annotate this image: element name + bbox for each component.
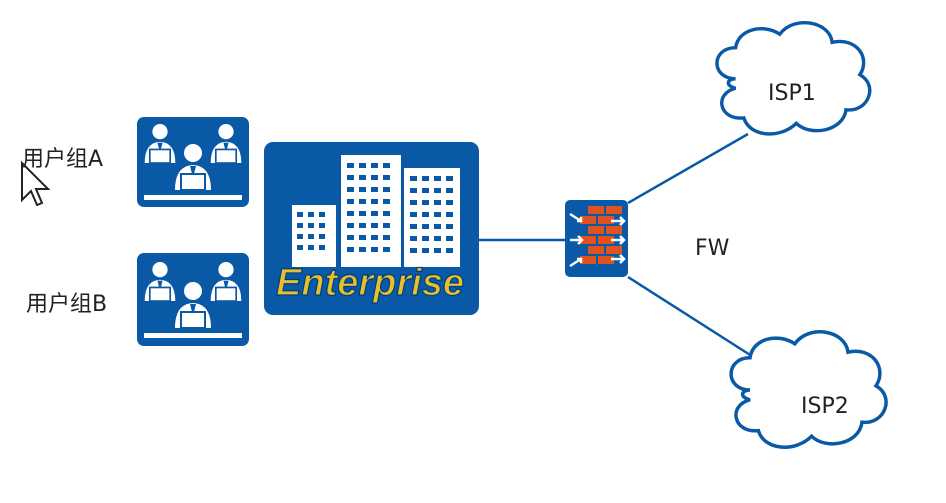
- user-group-b-label: 用户组B: [26, 292, 108, 317]
- office-buildings-icon: [292, 155, 460, 267]
- cloud-icon: [715, 20, 872, 136]
- isp2-label: ISP2: [801, 394, 849, 419]
- enterprise-label: Enterprise: [276, 262, 464, 304]
- firewall-label: FW: [695, 236, 730, 261]
- link-fw-isp2: [627, 275, 759, 362]
- firewall-node[interactable]: [565, 200, 628, 277]
- isp2-cloud[interactable]: [729, 330, 888, 449]
- isp1-label: ISP1: [768, 81, 816, 106]
- user-group-a-label: 用户组A: [22, 147, 104, 172]
- firewall-icon: [569, 206, 626, 268]
- cloud-icon: [729, 330, 888, 449]
- link-fw-isp1: [627, 132, 749, 205]
- enterprise-node[interactable]: Enterprise: [264, 142, 479, 315]
- isp1-cloud[interactable]: [715, 20, 872, 136]
- user-group-b-node[interactable]: [137, 253, 249, 346]
- mouse-pointer-icon: [21, 160, 51, 207]
- user-group-a-node[interactable]: [137, 117, 249, 207]
